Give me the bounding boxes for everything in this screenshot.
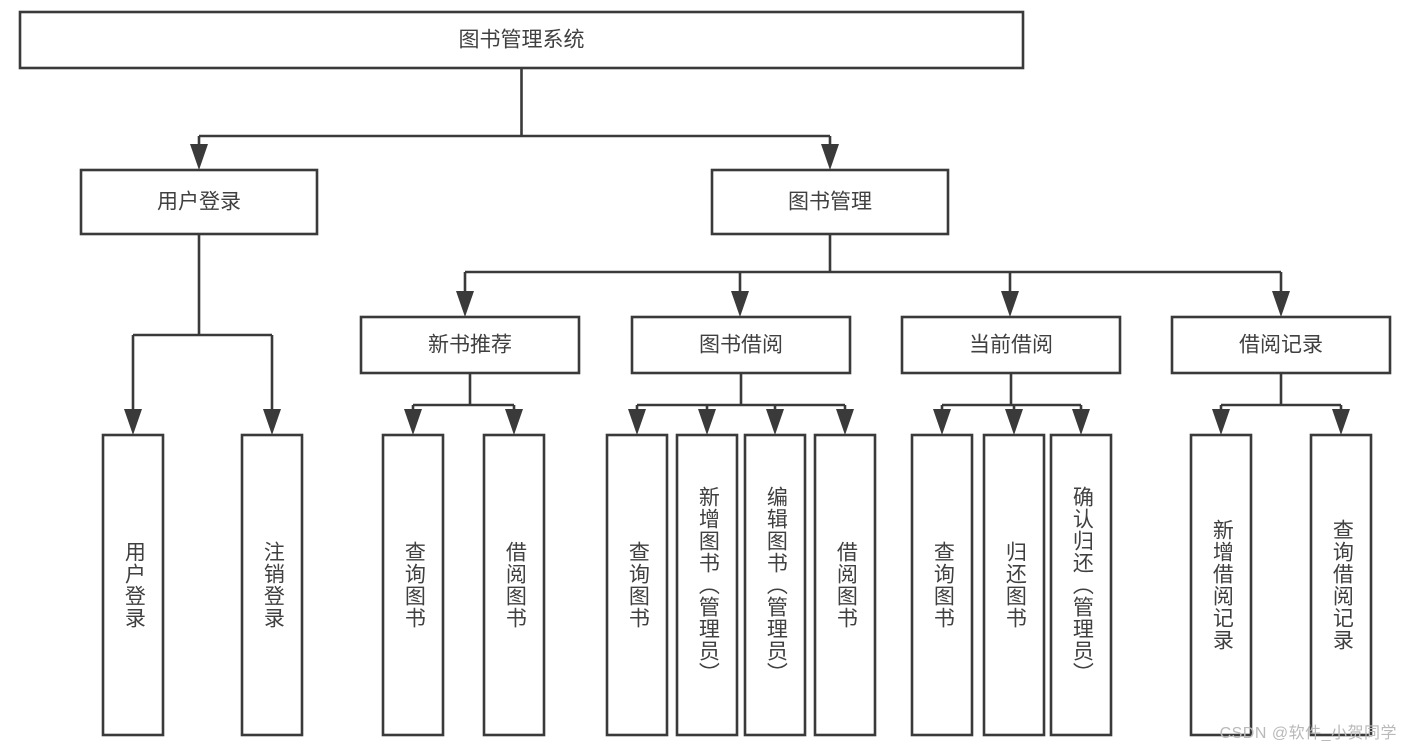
- node-box-leaf-logout[interactable]: [240, 433, 304, 737]
- node-label-new-book-rec: 新书推荐: [428, 334, 512, 357]
- arrowhead-leaf-add-record: [1212, 409, 1230, 435]
- node-box-leaf-user-login[interactable]: [101, 433, 165, 737]
- arrowhead-leaf-query-book-2: [628, 409, 646, 435]
- arrowhead-borrow-record: [1272, 291, 1290, 317]
- node-box-leaf-return-book[interactable]: [982, 433, 1046, 737]
- node-box-leaf-query-book-3[interactable]: [910, 433, 974, 737]
- node-box-root[interactable]: [18, 10, 1025, 70]
- node-box-borrow-record[interactable]: [1170, 315, 1392, 375]
- arrowhead-leaf-confirm-return: [1072, 409, 1090, 435]
- arrowhead-leaf-query-book-3: [933, 409, 951, 435]
- csdn-watermark: CSDN @软件_小贺同学: [1219, 725, 1397, 742]
- node-label-root: 图书管理系统: [459, 29, 585, 52]
- node-box-new-book-rec[interactable]: [359, 315, 581, 375]
- arrowhead-current-borrow: [1001, 291, 1019, 317]
- arrowhead-user-login: [190, 144, 208, 170]
- node-box-user-login[interactable]: [79, 168, 319, 236]
- leaf-box-layer: [101, 433, 1373, 737]
- node-box-book-manage[interactable]: [710, 168, 950, 236]
- node-box-leaf-query-book-1[interactable]: [381, 433, 445, 737]
- node-label-borrow-record: 借阅记录: [1239, 334, 1323, 357]
- arrowhead-leaf-borrow-book-1: [505, 409, 523, 435]
- arrowhead-leaf-borrow-book-2: [836, 409, 854, 435]
- arrowhead-new-book-rec: [456, 291, 474, 317]
- node-box-leaf-add-book[interactable]: [675, 433, 739, 737]
- node-box-leaf-query-record[interactable]: [1309, 433, 1373, 737]
- node-box-book-borrow[interactable]: [630, 315, 852, 375]
- arrowhead-book-borrow: [731, 291, 749, 317]
- arrowhead-leaf-query-record: [1332, 409, 1350, 435]
- node-box-leaf-add-record[interactable]: [1189, 433, 1253, 737]
- node-label-user-login: 用户登录: [157, 191, 241, 214]
- node-label-book-manage: 图书管理: [788, 191, 872, 214]
- node-box-current-borrow[interactable]: [900, 315, 1122, 375]
- arrowhead-leaf-query-book-1: [404, 409, 422, 435]
- connector-layer: [124, 68, 1350, 435]
- node-box-leaf-confirm-return[interactable]: [1049, 433, 1113, 737]
- node-layer: 图书管理系统 用户登录 图书管理 新书推荐 图书借阅 当前借阅 借阅记录: [18, 10, 1392, 737]
- arrowhead-book-manage: [821, 144, 839, 170]
- node-box-leaf-query-book-2[interactable]: [605, 433, 669, 737]
- arrowhead-leaf-edit-book: [766, 409, 784, 435]
- node-box-leaf-edit-book[interactable]: [743, 433, 807, 737]
- arrowhead-leaf-logout: [263, 409, 281, 435]
- arrowhead-leaf-user-login: [124, 409, 142, 435]
- arrowhead-leaf-add-book: [698, 409, 716, 435]
- node-box-leaf-borrow-book-2[interactable]: [813, 433, 877, 737]
- node-box-leaf-borrow-book-1[interactable]: [482, 433, 546, 737]
- arrowhead-leaf-return-book: [1005, 409, 1023, 435]
- node-label-current-borrow: 当前借阅: [969, 334, 1053, 357]
- node-label-book-borrow: 图书借阅: [699, 334, 783, 357]
